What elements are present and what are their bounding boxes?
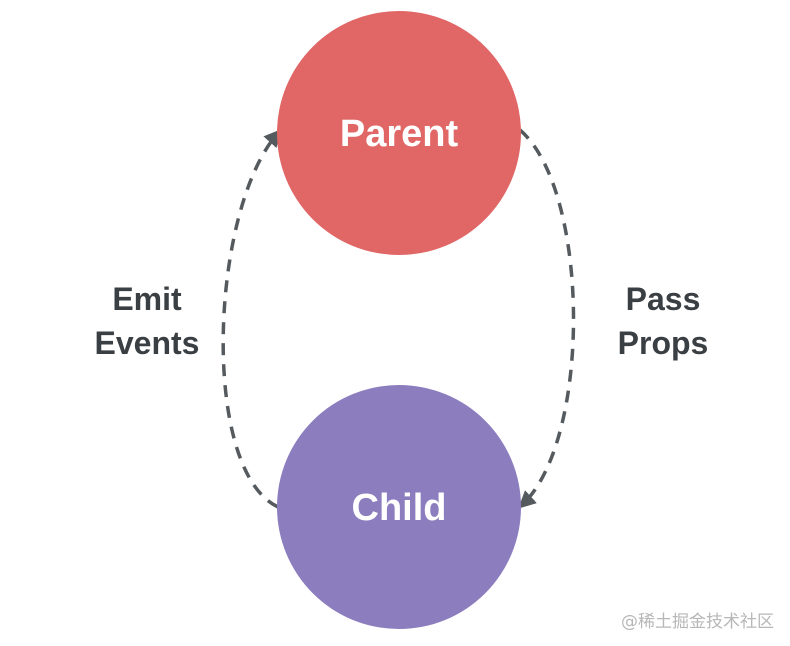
parent-label: Parent <box>340 113 459 155</box>
emit-events-line2: Events <box>95 325 200 361</box>
emit-events-arrow <box>221 129 282 509</box>
watermark: @稀土掘金技术社区 <box>621 612 774 632</box>
child-circle <box>277 385 521 629</box>
parent-node: Parent <box>277 11 521 255</box>
pass-props-arrow <box>518 128 576 509</box>
emit-events-label: Emit Events <box>95 281 200 361</box>
pass-props-label: Pass Props <box>618 281 709 361</box>
pass-props-line1: Pass <box>626 281 701 317</box>
pass-props-line2: Props <box>618 325 709 361</box>
emit-events-line1: Emit <box>112 281 182 317</box>
child-label: Child <box>352 487 447 529</box>
parent-circle <box>277 11 521 255</box>
child-node: Child <box>277 385 521 629</box>
